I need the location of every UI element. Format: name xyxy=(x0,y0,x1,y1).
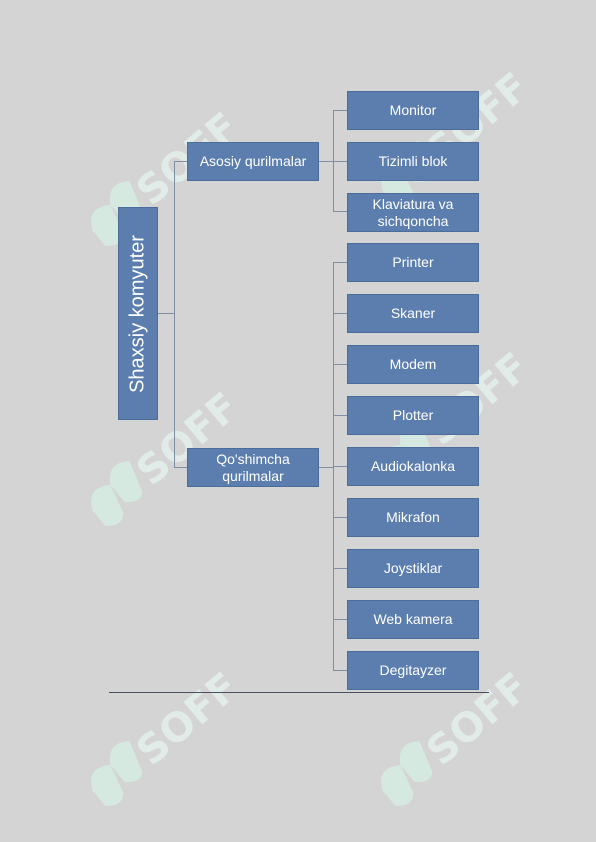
root-stem xyxy=(158,313,174,314)
leaf-node-label: Skaner xyxy=(390,305,436,321)
group1-branch-1 xyxy=(333,110,347,111)
leaf-node-label: Modem xyxy=(389,356,437,372)
group2-stem xyxy=(319,467,333,468)
watermark-logo: SOFF xyxy=(91,664,248,806)
leaf-node: Mikrafon xyxy=(347,498,479,537)
leaf-node: Tizimli blok xyxy=(347,142,479,181)
leaf-node: Printer xyxy=(347,243,479,282)
group1-stem xyxy=(319,161,333,162)
group1-branch-2 xyxy=(333,161,347,162)
leaf-node: Web kamera xyxy=(347,600,479,639)
leaf-node: Audiokalonka xyxy=(347,447,479,486)
bottom-rule xyxy=(109,692,489,693)
leaf-node: Skaner xyxy=(347,294,479,333)
leaf-node: Klaviatura va sichqoncha xyxy=(347,193,479,232)
group2-branch-2 xyxy=(333,313,347,314)
watermark-logo: SOFF xyxy=(381,64,538,206)
leaf-node: Joystiklar xyxy=(347,549,479,588)
leaf-node: Plotter xyxy=(347,396,479,435)
root-node: Shaxsiy komyuter xyxy=(118,207,158,420)
leaf-node-label: Web kamera xyxy=(373,611,453,627)
group2-branch-3 xyxy=(333,364,347,365)
svg-text:SOFF: SOFF xyxy=(128,664,248,775)
root-node-label: Shaxsiy komyuter xyxy=(126,234,149,393)
group2-branch-1 xyxy=(333,262,347,263)
leaf-node-label: Printer xyxy=(392,254,434,270)
root-bracket xyxy=(174,161,175,468)
leaf-node-label: Monitor xyxy=(389,102,437,118)
leaf-node-label: Mikrafon xyxy=(386,509,440,525)
group-node-asosiy: Asosiy qurilmalar xyxy=(187,142,319,181)
leaf-node-label: Joystiklar xyxy=(383,560,443,576)
leaf-node: Monitor xyxy=(347,91,479,130)
root-branch-2 xyxy=(174,467,187,468)
leaf-node: Modem xyxy=(347,345,479,384)
leaf-node-label: Klaviatura va sichqoncha xyxy=(372,195,454,229)
group-node-label: Qo'shimcha qurilmalar xyxy=(216,450,290,484)
leaf-node-label: Audiokalonka xyxy=(370,458,456,474)
group2-branch-8 xyxy=(333,619,347,620)
group2-branch-4 xyxy=(333,415,347,416)
group-node-label: Asosiy qurilmalar xyxy=(199,153,307,169)
leaf-node-label: Degitayzer xyxy=(379,662,447,678)
leaf-node: Degitayzer xyxy=(347,651,479,690)
group2-branch-7 xyxy=(333,568,347,569)
group2-branch-6 xyxy=(333,517,347,518)
group1-branch-3 xyxy=(333,211,347,212)
root-branch-1 xyxy=(174,161,187,162)
leaf-node-label: Plotter xyxy=(392,407,434,423)
group-node-qoshimcha: Qo'shimcha qurilmalar xyxy=(187,448,319,487)
leaf-node-label: Tizimli blok xyxy=(378,153,448,169)
group2-branch-5 xyxy=(333,466,347,467)
group2-branch-9 xyxy=(333,670,347,671)
